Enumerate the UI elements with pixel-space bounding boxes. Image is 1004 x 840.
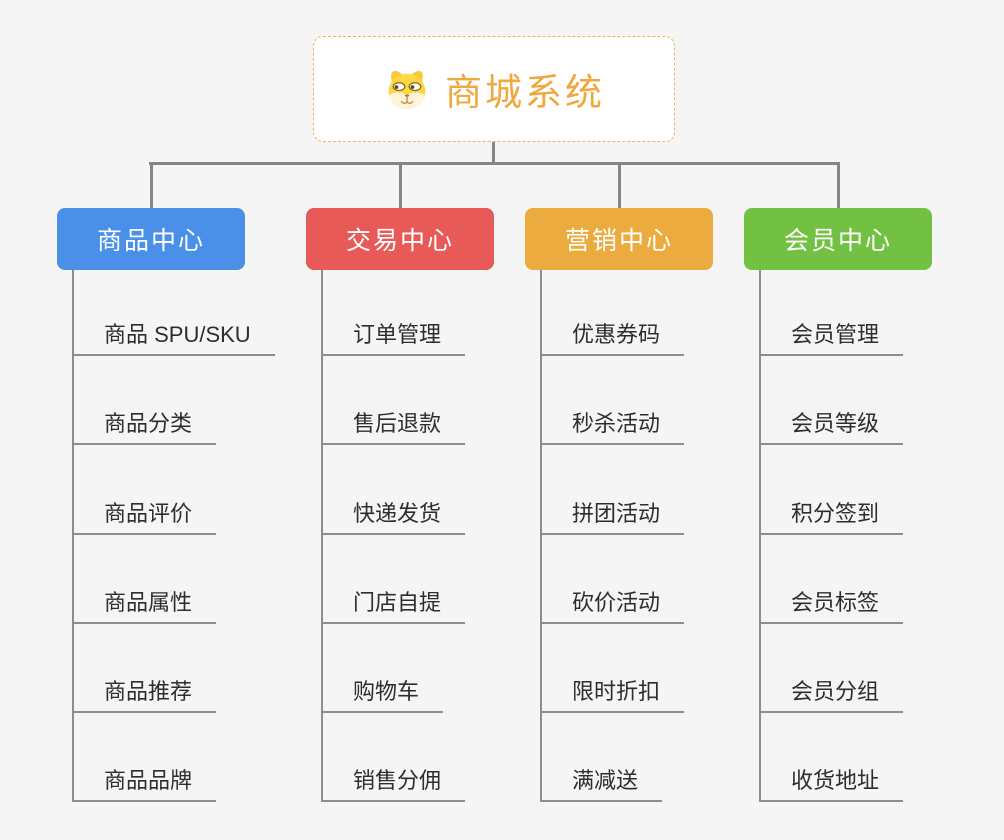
leaf-node[interactable]: 商品分类 bbox=[72, 411, 217, 445]
branch-label: 交易中心 bbox=[345, 227, 454, 255]
leaf-node[interactable]: 优惠券码 bbox=[540, 322, 685, 356]
leaf-node[interactable]: 会员管理 bbox=[759, 322, 904, 356]
leaf-node[interactable]: 快递发货 bbox=[321, 501, 466, 535]
connector-root-stub bbox=[492, 142, 495, 163]
leaf-node[interactable]: 订单管理 bbox=[321, 322, 466, 356]
leaf-node[interactable]: 收货地址 bbox=[759, 768, 904, 802]
connector-drop-line bbox=[836, 162, 840, 208]
leaf-node[interactable]: 会员分组 bbox=[759, 679, 904, 713]
leaf-node[interactable]: 门店自提 bbox=[321, 590, 466, 624]
branch-spine-line bbox=[72, 270, 74, 802]
root-title: 商城系统 bbox=[445, 72, 605, 113]
leaf-node[interactable]: 限时折扣 bbox=[540, 679, 685, 713]
branch-label: 会员中心 bbox=[783, 227, 892, 255]
leaf-node[interactable]: 销售分佣 bbox=[321, 768, 466, 802]
branch-node-product-center[interactable]: 商品中心 bbox=[57, 208, 245, 270]
leaf-node[interactable]: 会员等级 bbox=[759, 411, 904, 445]
leaf-node[interactable]: 商品属性 bbox=[72, 590, 217, 624]
dog-face-icon bbox=[388, 71, 426, 109]
branch-node-marketing-center[interactable]: 营销中心 bbox=[525, 208, 713, 270]
leaf-node[interactable]: 秒杀活动 bbox=[540, 411, 685, 445]
leaf-node[interactable]: 会员标签 bbox=[759, 590, 904, 624]
leaf-node[interactable]: 拼团活动 bbox=[540, 501, 685, 535]
leaf-node[interactable]: 商品评价 bbox=[72, 501, 217, 535]
branch-label: 营销中心 bbox=[564, 227, 673, 255]
leaf-node[interactable]: 售后退款 bbox=[321, 411, 466, 445]
branch-label: 商品中心 bbox=[96, 227, 205, 255]
leaf-node[interactable]: 砍价活动 bbox=[540, 590, 685, 624]
branch-spine-line bbox=[321, 270, 323, 802]
branch-node-trade-center[interactable]: 交易中心 bbox=[306, 208, 494, 270]
connector-drop-line bbox=[149, 162, 153, 208]
leaf-node[interactable]: 满减送 bbox=[540, 768, 663, 802]
leaf-node[interactable]: 积分签到 bbox=[759, 501, 904, 535]
leaf-node[interactable]: 商品 SPU/SKU bbox=[72, 322, 275, 356]
leaf-node[interactable]: 购物车 bbox=[321, 679, 444, 713]
connector-horizontal-line bbox=[149, 162, 839, 165]
branch-spine-line bbox=[759, 270, 761, 802]
connector-drop-line bbox=[617, 162, 621, 208]
connector-drop-line bbox=[398, 162, 402, 208]
branch-spine-line bbox=[540, 270, 542, 802]
leaf-node[interactable]: 商品品牌 bbox=[72, 768, 217, 802]
branch-node-member-center[interactable]: 会员中心 bbox=[744, 208, 932, 270]
root-node[interactable]: 商城系统 bbox=[313, 36, 675, 142]
leaf-node[interactable]: 商品推荐 bbox=[72, 679, 217, 713]
